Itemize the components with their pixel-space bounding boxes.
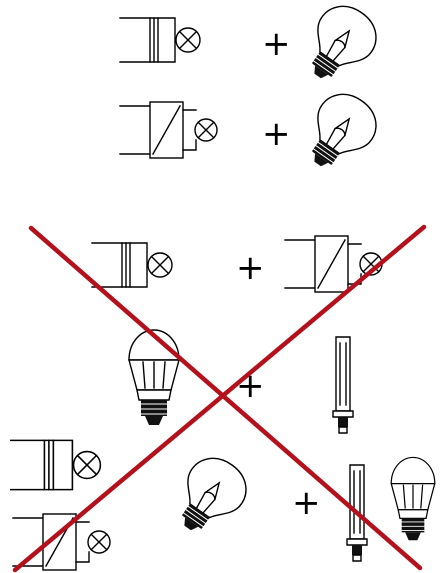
led-bulb-icon	[129, 330, 179, 425]
forbidden-cross-mark	[15, 227, 424, 570]
plus-operator: +	[262, 114, 291, 154]
row-1-transformer-plus-bulb: +	[120, 0, 387, 93]
incandescent-bulb-icon	[293, 84, 387, 182]
incandescent-bulb-icon	[163, 448, 257, 546]
incandescent-bulb-icon	[293, 0, 387, 93]
transformer-lamp-symbol	[11, 440, 101, 489]
transformer-lamp-symbol	[92, 243, 172, 287]
converter-lamp-symbol	[120, 102, 217, 158]
fluorescent-tube-icon	[333, 337, 353, 433]
row-3-transformer-plus-converter: +	[92, 236, 382, 292]
plus-operator: +	[292, 483, 321, 523]
transformer-lamp-symbol	[120, 18, 200, 62]
led-bulb-icon	[391, 457, 435, 540]
row-5-combined-group: +	[11, 440, 435, 570]
plus-operator: +	[262, 24, 291, 64]
converter-lamp-symbol	[285, 236, 382, 292]
row-2-converter-plus-bulb: +	[120, 84, 387, 182]
plus-operator: +	[236, 248, 265, 288]
